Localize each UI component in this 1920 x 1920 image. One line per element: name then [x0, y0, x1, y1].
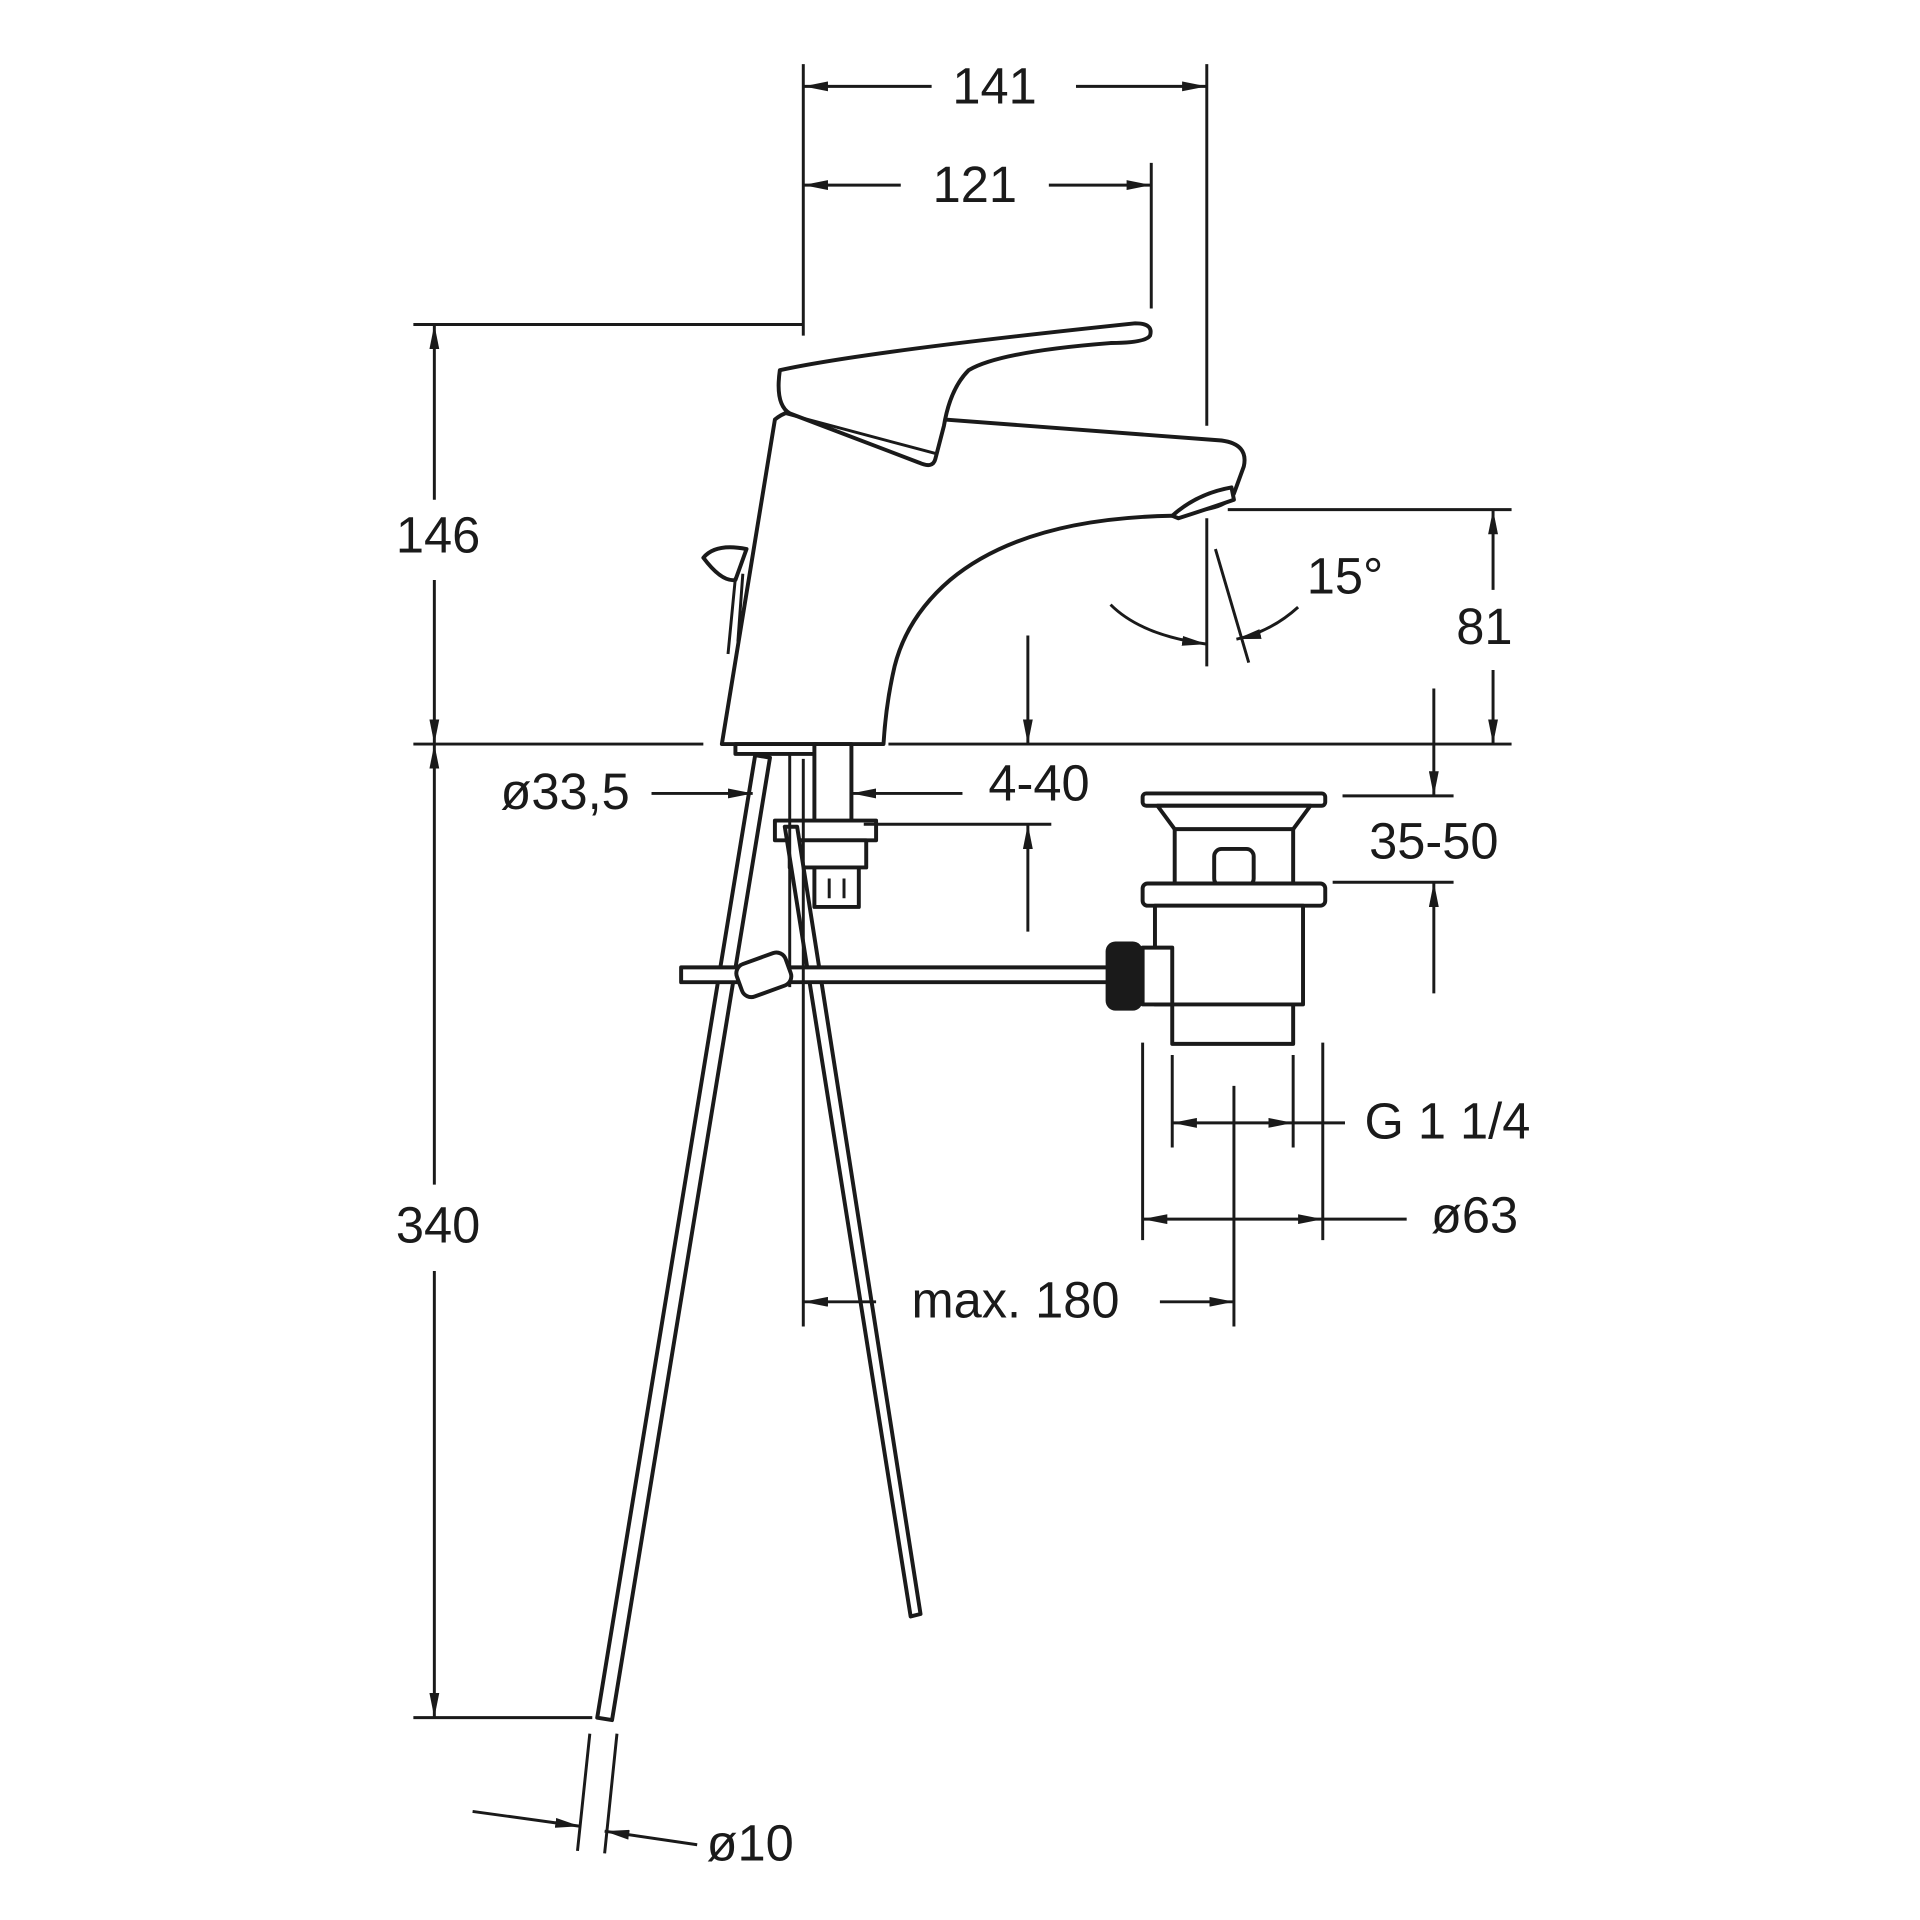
- dimension-lines: [413, 64, 1512, 1854]
- dim-waste-thread: G 1 1/4: [1364, 1093, 1530, 1150]
- waste-valve: [1140, 791, 1328, 1046]
- dim-4-40: 4-40: [988, 755, 1089, 812]
- dim-15-degrees: 15°: [1307, 547, 1383, 604]
- dim-340: 340: [396, 1196, 480, 1253]
- dim-35-50: 35-50: [1369, 813, 1498, 870]
- dim-max-180: max. 180: [912, 1272, 1120, 1329]
- dim-waste-diameter: ø63: [1431, 1186, 1518, 1243]
- pop-up-knob: [701, 545, 749, 655]
- dim-81: 81: [1456, 598, 1512, 655]
- faucet-body: [719, 407, 1247, 747]
- dim-121: 121: [933, 156, 1017, 213]
- dim-146: 146: [396, 507, 480, 564]
- pop-up-rod: [679, 941, 1143, 1011]
- mounting-base: [733, 742, 879, 909]
- dim-141: 141: [952, 57, 1036, 114]
- dim-hose-diameter: ø10: [707, 1815, 794, 1872]
- lever-handle: [776, 321, 1153, 468]
- supply-hoses: [595, 753, 923, 1723]
- dim-hole-diameter: ø33,5: [500, 763, 629, 820]
